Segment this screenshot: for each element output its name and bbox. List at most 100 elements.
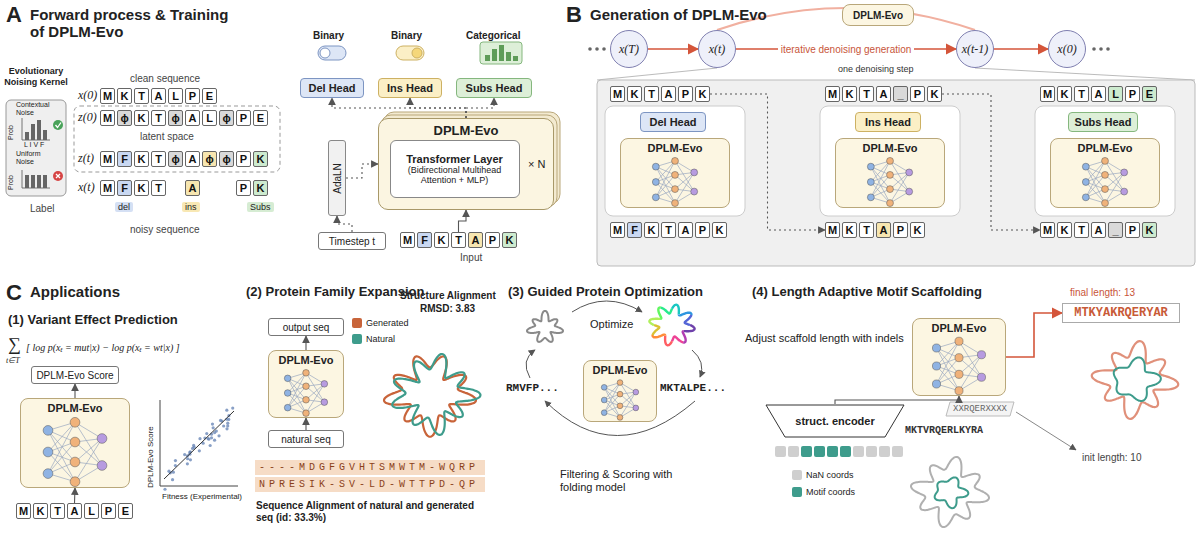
trapezoid-outline (766, 405, 904, 437)
token: T (151, 110, 166, 126)
label-text: Prob (7, 175, 15, 190)
chart-bar (25, 132, 29, 140)
token: L (1108, 86, 1123, 102)
token: ϕ (168, 151, 183, 167)
label-text: Optimize (590, 318, 633, 331)
connector (942, 94, 1040, 230)
token: T (451, 232, 466, 248)
token: E (202, 88, 217, 104)
network-unit (1102, 200, 1109, 207)
chart-axis (22, 170, 50, 188)
scatter-dot (210, 436, 213, 439)
network-unit (691, 188, 698, 195)
label-text: MKTVRQERLKYRA (905, 425, 983, 436)
scatter-dot (198, 437, 201, 440)
state-circle: x(t-1) (956, 30, 994, 68)
token: T (859, 222, 874, 238)
label-text: one denoising step (838, 64, 914, 74)
token: P (893, 222, 908, 238)
head-box: Ins Head (855, 112, 921, 132)
network-unit (601, 410, 607, 416)
adaln-box: AdaLN (328, 140, 346, 216)
network-unit (321, 399, 328, 406)
network-unit (284, 375, 291, 382)
token: F (117, 180, 132, 196)
token-sequence: MFKTAPK (610, 222, 727, 238)
label-text: DPLM-Evo Score (146, 426, 155, 488)
head-box: Subs Head (1068, 112, 1138, 132)
ellipsis-dot (602, 47, 606, 51)
cycle-arrow (545, 401, 695, 436)
legend-swatch (792, 470, 802, 480)
node-text: Evolutionary Noising Kernel (4, 66, 68, 88)
scatter-dot (209, 444, 212, 447)
label-text: Label (30, 203, 54, 215)
network-unit (672, 186, 679, 193)
node-text: NPRESIK-SV-LD-WTTPD-QP (259, 477, 485, 492)
optimized-structure (679, 313, 692, 316)
optimized-structure (653, 335, 666, 338)
network-unit (867, 179, 874, 186)
chart-axis (22, 118, 50, 140)
ellipsis-dot (1092, 47, 1096, 51)
motif-structure (1114, 357, 1161, 400)
scatter-dot (215, 430, 218, 433)
legend-swatch (352, 334, 362, 344)
optimized-structure (672, 336, 683, 342)
node-text: DPLM-Evo (593, 364, 648, 376)
model-box: DPLM-EvoTransformer Layer(Bidirectional … (378, 118, 554, 210)
node-text: natural seq (281, 434, 330, 445)
token-sequence: MFKTϕAϕϕPK (100, 151, 268, 167)
network-unit (672, 200, 679, 207)
label-text: Uniform Noise (16, 150, 56, 166)
token: L (84, 503, 99, 519)
network-unit (1082, 194, 1089, 201)
token: P (910, 86, 925, 102)
label-text: final length: 13 (1070, 287, 1135, 299)
token: F (627, 222, 642, 238)
token: F (117, 151, 132, 167)
scatter-dot (217, 434, 220, 437)
network-unit (652, 179, 659, 186)
label-text: Binary (313, 30, 344, 42)
network-unit (70, 437, 80, 447)
label-text: Sequence Alignment of natural and genera… (256, 500, 488, 523)
token-sequence: MKTALPE (16, 503, 133, 519)
network-unit (672, 157, 679, 164)
label-text: (4) Length Adaptive Motif Scaffolding (752, 285, 982, 300)
scatter-dot (186, 462, 189, 465)
token: P (236, 151, 251, 167)
network-unit (70, 477, 80, 487)
node-text: DPLM-Evo (434, 123, 499, 138)
network-unit (303, 410, 310, 417)
network-unit (887, 186, 894, 193)
network-unit (70, 457, 80, 467)
label-text: A (6, 2, 22, 27)
node-text: DPLM-Evo (853, 10, 903, 21)
label-text: Generation of DPLM-Evo (590, 6, 767, 23)
coord-token (879, 446, 890, 457)
connector (466, 98, 494, 118)
motif-template (946, 402, 1014, 416)
chart-bar (499, 45, 504, 61)
network-unit (887, 157, 894, 164)
network-unit (633, 389, 639, 395)
network-unit (1102, 186, 1109, 193)
scatter-dot (212, 426, 215, 429)
token: K (1057, 86, 1072, 102)
network-unit (906, 169, 913, 176)
optimized-structure (649, 319, 660, 325)
label-text: ∑ (8, 334, 21, 355)
label-text: Forward process & Training of DPLM-Evo (30, 6, 245, 41)
network-link (937, 358, 960, 384)
label-text: Fitness (Experimental) (162, 492, 242, 501)
head-panel (1035, 106, 1175, 216)
network-unit (867, 194, 874, 201)
label-box: DPLM-Evo Score (31, 366, 119, 384)
node-text: Timestep t (329, 236, 375, 247)
token: A (468, 232, 483, 248)
token: A (661, 86, 676, 102)
label-text: init length: 10 (1082, 452, 1142, 464)
network-unit (43, 447, 53, 457)
network-unit (887, 171, 894, 178)
